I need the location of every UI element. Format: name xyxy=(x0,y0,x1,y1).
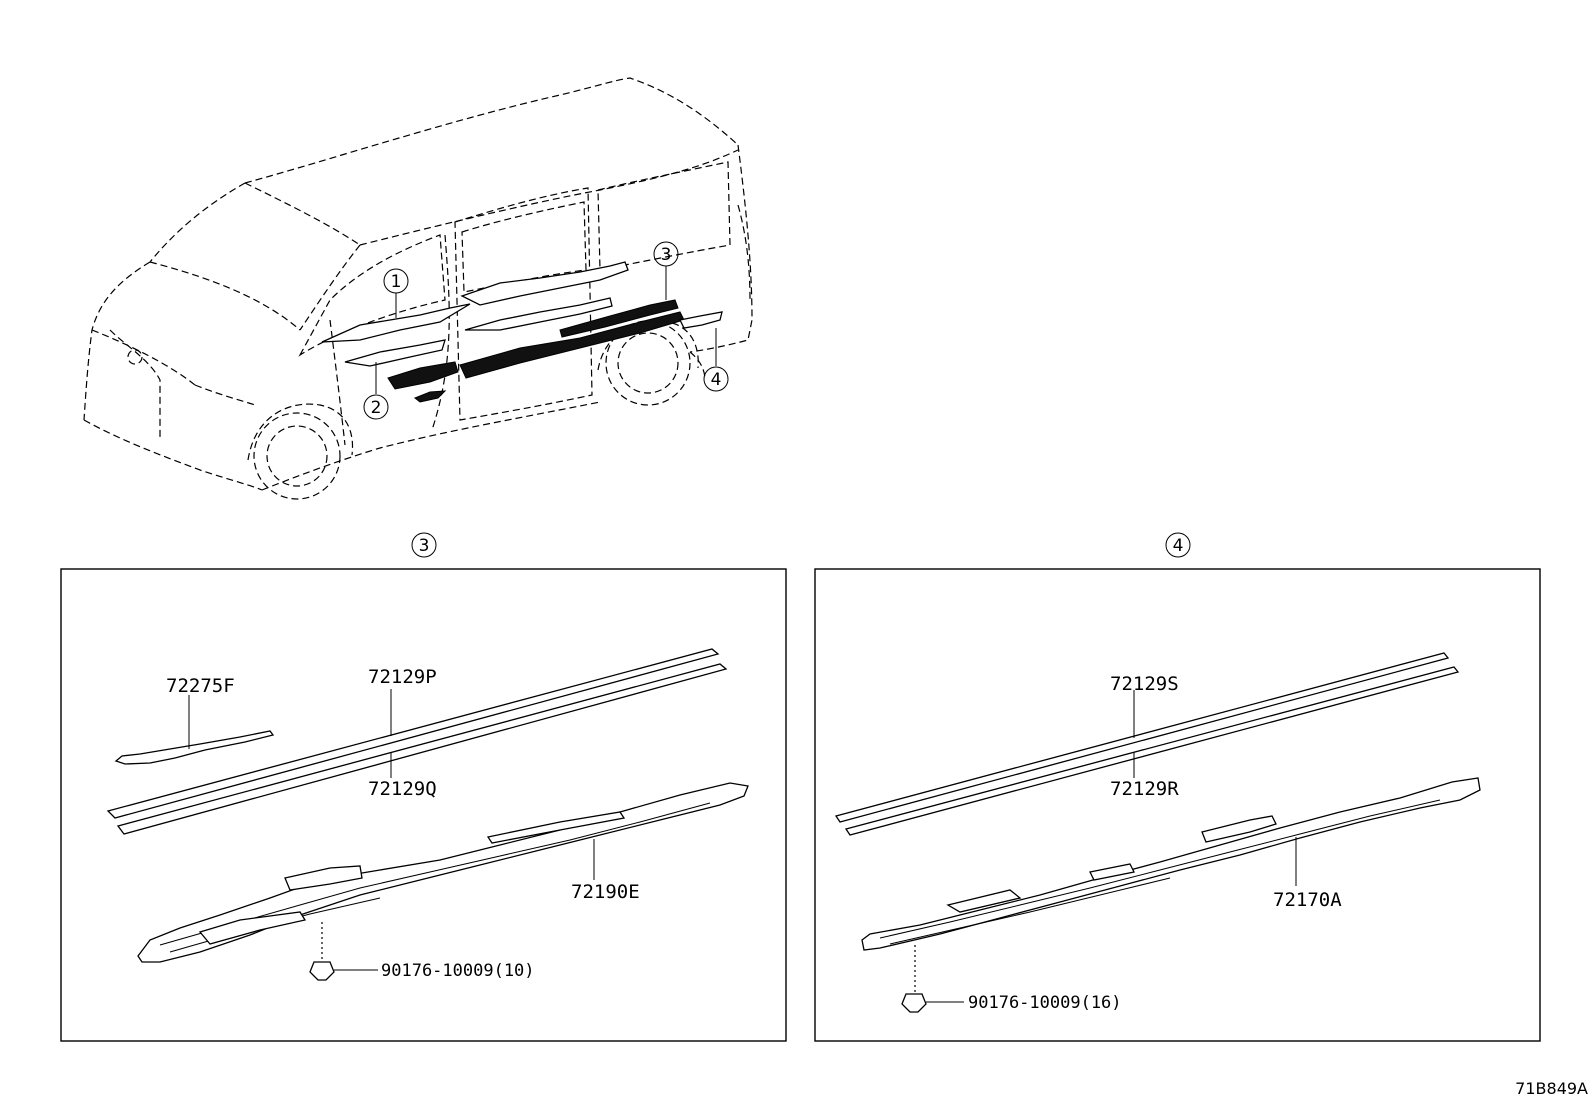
part-72129R-shape xyxy=(844,666,1460,836)
panel-4-frame xyxy=(814,568,1541,1042)
label-72170A: 72170A xyxy=(1273,889,1342,911)
svg-text:3: 3 xyxy=(661,245,672,265)
svg-text:3: 3 xyxy=(419,536,430,556)
part-72129S-shape xyxy=(834,652,1450,823)
part-72170A-shape xyxy=(861,777,1481,951)
svg-text:4: 4 xyxy=(1173,536,1184,556)
label-72129R: 72129R xyxy=(1110,778,1179,800)
label-72129Q: 72129Q xyxy=(368,778,437,800)
label-clip-16: 90176-10009(16) xyxy=(968,993,1122,1013)
clip-10-shape xyxy=(309,961,335,981)
label-72129S: 72129S xyxy=(1110,673,1179,695)
callout-4: 4 xyxy=(703,366,729,392)
label-clip-10: 90176-10009(10) xyxy=(381,961,535,981)
part-72129P-shape xyxy=(106,648,720,819)
callout-2: 2 xyxy=(363,394,389,420)
callout-3: 3 xyxy=(653,241,679,267)
panel-3: 3 72275F 72129P 72129Q 72190E 90176-1000… xyxy=(60,532,787,1042)
svg-text:1: 1 xyxy=(391,272,402,292)
van-illustration: 1 2 3 4 xyxy=(83,77,753,500)
part-72129Q-shape xyxy=(116,663,728,835)
svg-text:2: 2 xyxy=(371,398,382,418)
panel-3-frame xyxy=(60,568,787,1042)
svg-text:4: 4 xyxy=(711,370,722,390)
label-72190E: 72190E xyxy=(571,881,640,903)
label-72275F: 72275F xyxy=(166,675,235,697)
panel-4: 4 72129S 72129R 72170A 90176-10009(16) xyxy=(814,532,1541,1042)
label-72129P: 72129P xyxy=(368,666,437,688)
clip-16-shape xyxy=(901,993,927,1013)
panel-3-heading: 3 xyxy=(411,532,437,558)
part-72275F-shape xyxy=(114,730,275,765)
figure-reference: 71B849A xyxy=(1515,1079,1588,1098)
callout-1: 1 xyxy=(383,268,409,294)
panel-4-heading: 4 xyxy=(1165,532,1191,558)
